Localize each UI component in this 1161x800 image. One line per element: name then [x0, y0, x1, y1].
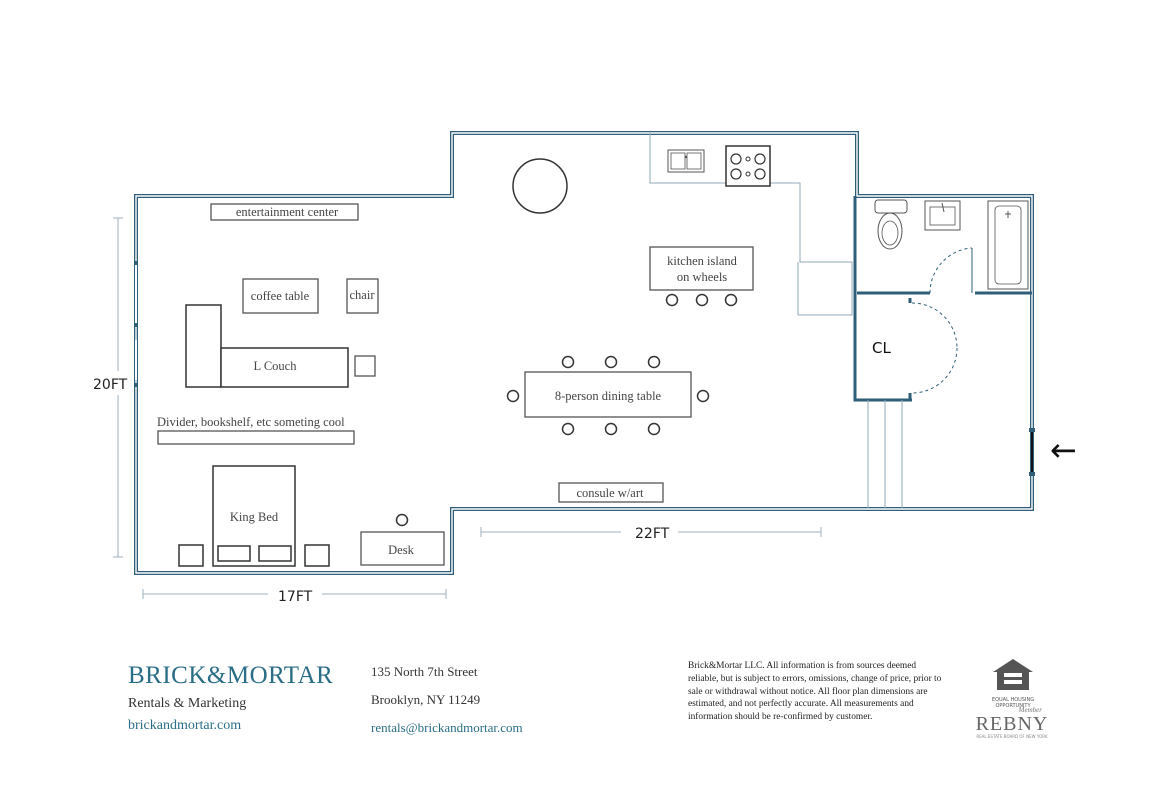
dining-chair [604, 422, 618, 436]
dining-chair [561, 422, 575, 436]
bath-door-swing [929, 247, 973, 294]
dining-chair [696, 389, 710, 403]
dining-chair [604, 355, 618, 369]
chair-label: chair [350, 288, 376, 302]
desk [360, 531, 445, 566]
entertainment-center-label: entertainment center [236, 205, 339, 219]
kitchen-counter [649, 133, 853, 316]
address-block: 135 North 7th Street Brooklyn, NY 11249 … [371, 664, 523, 736]
dining-table [524, 371, 692, 418]
dim-height-label: 20FT [93, 377, 128, 393]
window-marker [134, 383, 138, 387]
nightstand [178, 544, 204, 567]
dim-width-left-label: 17FT [278, 589, 313, 605]
chair [346, 278, 379, 314]
l-couch-side [185, 304, 222, 388]
closet-door-swing [911, 347, 958, 394]
disclaimer-text: Brick&Mortar LLC. All information is fro… [688, 661, 942, 723]
closet-label: CL [872, 339, 891, 357]
coffee-table-label: coffee table [251, 289, 310, 303]
dining-chair [506, 389, 520, 403]
window-marker [134, 261, 138, 265]
kitchen-island [649, 246, 754, 291]
brand-website-link[interactable]: brickandmortar.com [128, 718, 242, 733]
brand-subtitle: Rentals & Marketing [128, 696, 247, 711]
bathroom-wall [853, 196, 912, 402]
dining-chair [647, 422, 661, 436]
pillow [217, 545, 251, 562]
email-link[interactable]: rentals@brickandmortar.com [371, 720, 523, 735]
rebny-logo: Member REBNY REAL ESTATE BOARD OF NEW YO… [972, 706, 1052, 739]
l-couch-label: L Couch [254, 359, 298, 373]
desk-label: Desk [388, 543, 414, 557]
stool [695, 293, 709, 307]
bathroom-sink-icon [924, 200, 961, 231]
closet-door-swing [911, 302, 958, 349]
equal-housing-text: EQUAL HOUSING OPPORTUNITY [991, 697, 1035, 709]
entry-arrow-icon: ← [1050, 431, 1077, 469]
dining-table-label: 8-person dining table [555, 389, 662, 403]
side-table [354, 355, 376, 377]
stool [724, 293, 738, 307]
king-bed-label: King Bed [230, 510, 279, 524]
desk-chair [395, 513, 409, 527]
round-table [512, 158, 568, 214]
pillow [258, 545, 292, 562]
entry-jamb [1029, 428, 1035, 432]
kitchen-island-label-1: kitchen island [667, 254, 738, 268]
brand-block: BRICK&MORTAR Rentals & Marketing brickan… [128, 662, 333, 734]
kitchen-sink-icon [667, 149, 705, 173]
window-marker [134, 323, 138, 327]
dining-chair [561, 355, 575, 369]
rebny-subtext: REAL ESTATE BOARD OF NEW YORK [976, 734, 1048, 739]
console-label: consule w/art [577, 486, 645, 500]
divider-label: Divider, bookshelf, etc someting cool [157, 415, 345, 429]
coffee-table [242, 278, 319, 314]
bathtub-icon [987, 200, 1029, 290]
dim-width-right-label: 22FT [635, 526, 670, 542]
equal-housing-icon [993, 659, 1033, 690]
address-line-1: 135 North 7th Street [371, 664, 478, 679]
divider [157, 430, 355, 445]
dining-chair [647, 355, 661, 369]
l-couch-main [220, 347, 349, 388]
wall-inner-line [135, 132, 1033, 574]
floor-plan: entertainment center coffee table chair … [93, 131, 1077, 605]
brand-name: BRICK&MORTAR [128, 662, 334, 689]
entry-jamb [1029, 472, 1035, 476]
console [558, 482, 664, 503]
kitchen-island-label-2: on wheels [677, 270, 727, 284]
rebny-wordmark: REBNY [975, 713, 1049, 735]
stool [665, 293, 679, 307]
equal-housing-logo: EQUAL HOUSING OPPORTUNITY [985, 656, 1041, 709]
toilet-icon [874, 199, 908, 250]
rebny-member-text: Member [1018, 706, 1042, 714]
entertainment-center [210, 203, 359, 221]
stove-icon [725, 145, 771, 187]
address-line-2: Brooklyn, NY 11249 [371, 692, 481, 707]
nightstand [304, 544, 330, 567]
